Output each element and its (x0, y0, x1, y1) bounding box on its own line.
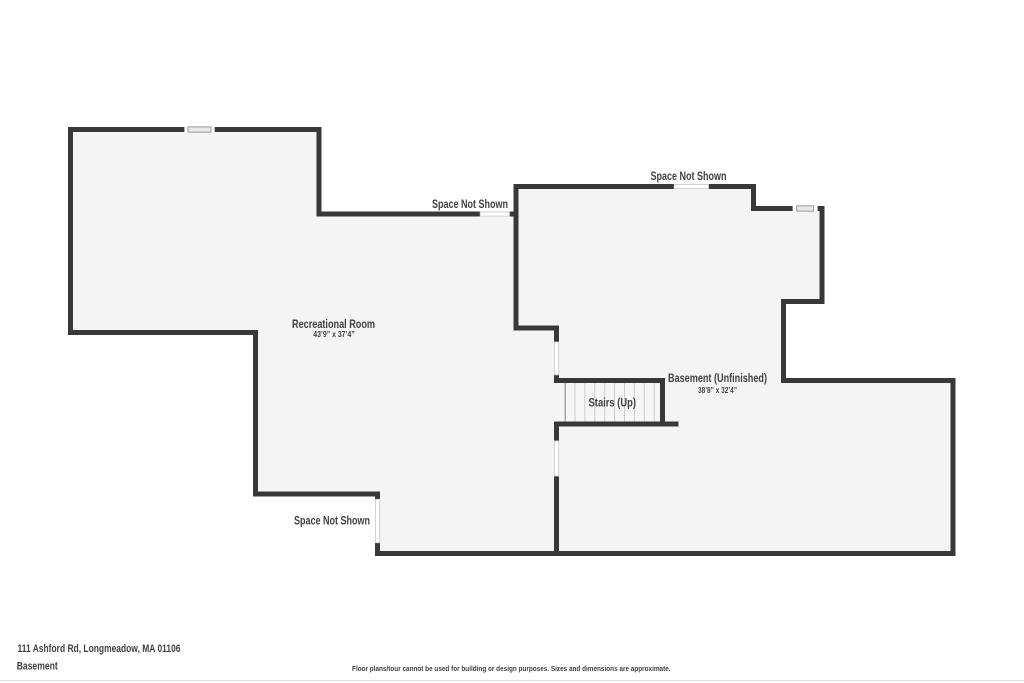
svg-text:Stairs (Up): Stairs (Up) (589, 398, 637, 410)
svg-text:Space Not Shown: Space Not Shown (294, 516, 370, 528)
svg-text:111 Ashford Rd, Longmeadow, MA: 111 Ashford Rd, Longmeadow, MA 01106 (18, 643, 181, 655)
svg-text:Space Not Shown: Space Not Shown (651, 171, 727, 183)
svg-text:Basement: Basement (17, 661, 58, 673)
svg-text:Recreational Room: Recreational Room (292, 319, 375, 331)
svg-text:38’8” x 32’4”: 38’8” x 32’4” (698, 385, 737, 395)
svg-text:Floor plans/tour cannot be use: Floor plans/tour cannot be used for buil… (352, 664, 671, 673)
svg-text:43’9” x 37’4”: 43’9” x 37’4” (313, 329, 355, 339)
svg-text:Space Not Shown: Space Not Shown (432, 199, 508, 211)
svg-text:Basement (Unfinished): Basement (Unfinished) (668, 373, 767, 385)
